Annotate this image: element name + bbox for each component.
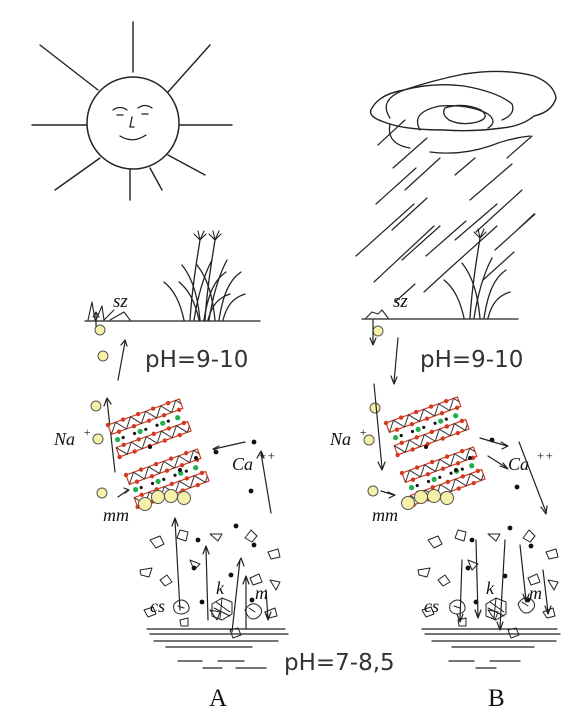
plant-icon-b — [443, 228, 511, 319]
ph-upper-b: pH=9-10 — [420, 347, 523, 373]
mineral-k-icon-b — [485, 597, 507, 621]
clay-mineral-lattice-b — [382, 394, 487, 509]
sun-icon — [31, 21, 233, 201]
label-sz-b: sz — [393, 291, 408, 312]
label-ca-sup: ++ — [258, 448, 276, 463]
mineral-k-icon — [211, 597, 233, 621]
panel-label-a: A — [209, 685, 227, 712]
label-sz: sz — [113, 291, 128, 312]
mineral-m-icon-b — [517, 597, 536, 614]
label-na-sup-b: + — [359, 425, 367, 439]
label-mm: mm — [103, 505, 129, 525]
label-na-b: Na — [329, 429, 351, 449]
panel-label-b: B — [488, 685, 505, 712]
adsorbed-na-ions-b — [401, 489, 454, 510]
label-na: Na — [53, 429, 75, 449]
parent-material-arrows — [171, 517, 272, 633]
label-ca-b: Ca — [508, 454, 529, 474]
mineral-m-icon — [244, 603, 263, 620]
ph-upper-a: pH=9-10 — [145, 347, 248, 373]
mineral-cs-icon — [173, 599, 190, 615]
label-ca-sup-b: ++ — [536, 448, 554, 463]
adsorbed-na-ions — [138, 489, 191, 511]
clay-mineral-lattice — [104, 396, 211, 511]
label-k: k — [216, 578, 225, 598]
panel-a: sz pH=9-10 Na + — [31, 21, 395, 712]
panel-b: sz pH=9-10 Na + mm — [329, 70, 561, 712]
label-na-sup: + — [83, 425, 91, 439]
label-mm-b: mm — [372, 505, 398, 525]
parent-material-dots — [191, 523, 257, 605]
na-ion-column-b — [363, 325, 384, 497]
mineral-cs-icon-b — [449, 599, 466, 615]
label-m-b: m — [529, 583, 542, 603]
water-table-lines — [146, 628, 289, 669]
salt-crust-icon-b — [365, 309, 389, 319]
upward-arrows — [92, 311, 130, 498]
ph-lower: pH=7-8,5 — [284, 650, 395, 676]
salt-crust-icon — [87, 301, 131, 321]
label-m: m — [255, 583, 268, 603]
downward-arrows — [369, 319, 399, 499]
label-ca: Ca — [232, 454, 253, 474]
label-cs: cs — [150, 596, 165, 616]
ca-ion-path-b — [479, 437, 548, 515]
ca-ion-path — [212, 439, 272, 514]
label-k-b: k — [486, 578, 495, 598]
parent-material-arrows-b — [456, 539, 552, 631]
label-cs-b: cs — [424, 596, 439, 616]
rain-lines — [355, 119, 536, 303]
cloud-icon — [369, 70, 557, 154]
water-table-lines-b — [421, 628, 561, 669]
na-ion-column — [90, 324, 109, 499]
